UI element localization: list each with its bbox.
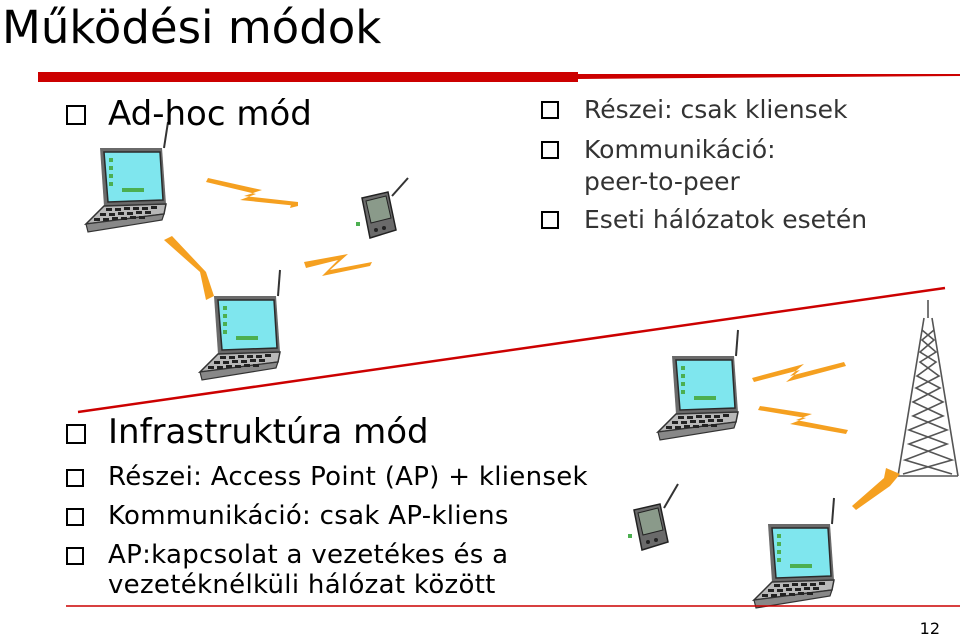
section-divider: [78, 288, 945, 412]
adhoc-point: Részei: csak kliensek: [584, 96, 847, 124]
bullet-icon: [541, 101, 559, 119]
adhoc-point: Kommunikáció:: [584, 136, 776, 164]
page-number: 12: [920, 619, 940, 638]
bullet-icon: [66, 424, 86, 444]
tower-icon: [898, 300, 958, 476]
signal-icon: [164, 178, 372, 300]
bullet-icon: [541, 211, 559, 229]
footer-divider: [66, 604, 960, 608]
bullet-icon: [66, 547, 84, 565]
adhoc-heading: Ad-hoc mód: [108, 94, 312, 134]
bullet-icon: [66, 508, 84, 526]
laptop-icon: [86, 122, 168, 232]
infra-point: Kommunikáció: csak AP-kliens: [108, 501, 509, 531]
adhoc-point: peer-to-peer: [584, 168, 740, 196]
infra-point: Részei: Access Point (AP) + kliensek: [108, 462, 588, 492]
adhoc-point: Eseti hálózatok esetén: [584, 206, 867, 234]
laptop-icon: [200, 270, 280, 380]
bullet-icon: [66, 105, 86, 125]
infra-point: vezetéknélküli hálózat között: [108, 570, 496, 600]
pda-icon: [356, 178, 408, 238]
bullet-icon: [541, 141, 559, 159]
laptop-icon: [658, 330, 738, 440]
infra-heading: Infrastruktúra mód: [108, 412, 429, 452]
laptop-icon: [754, 498, 834, 608]
signal-icon: [752, 362, 900, 510]
pda-icon: [628, 484, 678, 550]
infra-point: AP:kapcsolat a vezetékes és a: [108, 540, 508, 570]
bullet-icon: [66, 469, 84, 487]
